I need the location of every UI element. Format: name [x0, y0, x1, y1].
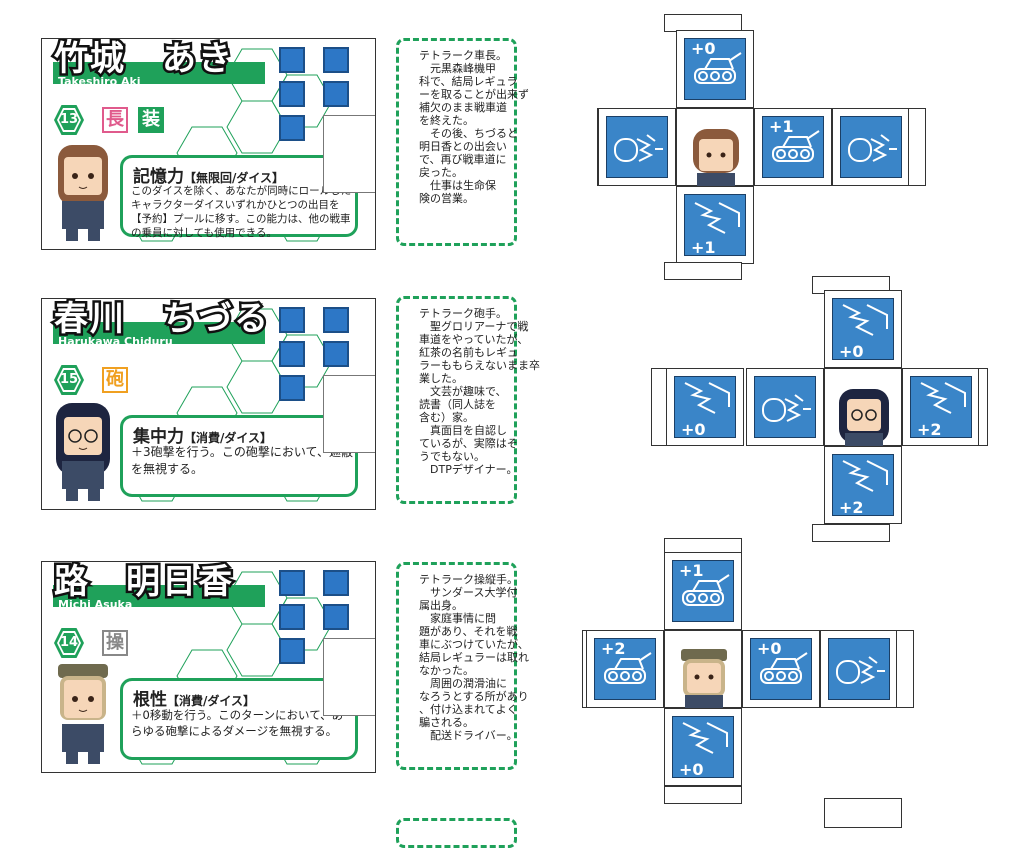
dice-face-preview — [279, 43, 375, 193]
ability-title: 根性【消費/ダイス】 — [133, 690, 256, 710]
ability-panel: 根性【消費/ダイス】 ＋0移動を行う。このターンにおいて、あらゆる砲撃によるダメ… — [120, 678, 358, 760]
die-face-shell — [832, 108, 910, 186]
dice-face-preview — [279, 566, 375, 716]
shell-impact-icon — [614, 134, 663, 162]
die-face-shell — [746, 368, 824, 446]
character-card-takeshiro: 竹城 あき Takeshiro Aki 13 長 装 記憶力【無限回/ダイス】 … — [41, 38, 376, 250]
character-name-romaji: Harukawa Chiduru — [58, 335, 173, 348]
die-face-shot-plus0: +0 — [666, 368, 744, 446]
role-badge-commander: 長 — [102, 107, 128, 133]
die-face-move-plus0: +0 — [742, 630, 820, 708]
role-badge-loader: 装 — [138, 107, 164, 133]
die-face-shot-plus2: +2 — [902, 368, 980, 446]
character-notes-michi: テトラーク操縦手。 サンダース大学付 属出身。 家庭事情に問 題があり、それを戦… — [396, 562, 529, 770]
explosion-icon — [842, 304, 888, 336]
character-portrait — [58, 145, 108, 241]
role-badge-gunner: 砲 — [102, 367, 128, 393]
ability-panel: 記憶力【無限回/ダイス】 このダイスを除く、あなたが同時にロールしたキャラクター… — [120, 155, 358, 239]
character-name-romaji: Takeshiro Aki — [58, 75, 141, 88]
tank-icon — [682, 574, 730, 606]
die-face-shot-plus0: +0 — [664, 708, 742, 786]
crew-number-badge: 13 — [54, 105, 84, 135]
ability-text: このダイスを除く、あなたが同時にロールしたキャラクターダイスいずれかひとつの出目… — [131, 185, 352, 239]
die-face-character — [664, 630, 742, 709]
die-face-shell — [598, 108, 676, 186]
character-portrait — [56, 403, 110, 501]
die-face-shot-plus1: +0 — [824, 290, 902, 368]
name-band — [53, 62, 265, 84]
die-face-character — [824, 368, 902, 447]
shell-impact-icon — [836, 656, 885, 684]
role-badge-driver: 操 — [102, 630, 128, 656]
dice-face-preview — [279, 303, 375, 453]
die-face-move-plus2: +2 — [586, 630, 664, 708]
ability-title: 集中力【消費/ダイス】 — [133, 427, 273, 447]
die-face-shot-plus2: +2 — [824, 446, 902, 524]
die-face-move-plus0: +0 — [676, 30, 754, 108]
die-net-partial — [824, 798, 902, 828]
ability-panel: 集中力【消費/ダイス】 ＋3砲撃を行う。この砲撃において、遮蔽を無視する。 — [120, 415, 358, 497]
explosion-icon — [682, 722, 728, 754]
ability-text: ＋3砲撃を行う。この砲撃において、遮蔽を無視する。 — [131, 445, 353, 476]
shell-impact-icon — [762, 394, 811, 422]
name-band — [53, 585, 265, 607]
character-card-harukawa: 春川 ちづる Harukawa Chiduru 15 砲 集中力【消費/ダイス】… — [41, 298, 376, 510]
character-card-michi: 路 明日香 Michi Asuka 14 操 根性【消費/ダイス】 ＋0移動を行… — [41, 561, 376, 773]
tank-icon — [772, 130, 820, 162]
tank-icon — [694, 52, 742, 84]
explosion-icon — [920, 382, 966, 414]
character-name: 春川 ちづる — [52, 299, 271, 342]
character-notes-harukawa: テトラーク砲手。 聖グロリアーナで戦 車道をやっていたが、 紅茶の名前もレギュ … — [396, 296, 540, 504]
character-name-romaji: Michi Asuka — [58, 598, 133, 611]
crew-number-badge: 15 — [54, 365, 84, 395]
name-band — [53, 322, 265, 344]
character-name: 竹城 あき — [52, 39, 235, 82]
crew-number-badge: 14 — [54, 628, 84, 658]
die-face-shot-plus1: +1 — [676, 186, 754, 264]
tank-icon — [760, 652, 808, 684]
ability-title: 記憶力【無限回/ダイス】 — [133, 167, 285, 187]
die-face-character — [676, 108, 754, 187]
character-notes-takeshiro: テトラーク車長。 元黒森峰機甲 科で、結局レギュラ ーを取ることが出来ず 補欠の… — [396, 38, 529, 246]
die-face-shell — [820, 630, 898, 708]
explosion-icon — [684, 382, 730, 414]
die-face-move-plus1: +1 — [754, 108, 832, 186]
character-name: 路 明日香 — [52, 562, 235, 605]
tank-icon — [604, 652, 652, 684]
ability-text: ＋0移動を行う。このターンにおいて、あらゆる砲撃によるダメージを無視する。 — [131, 708, 344, 738]
explosion-icon — [842, 460, 888, 492]
character-portrait — [58, 664, 108, 764]
explosion-icon — [694, 202, 740, 234]
die-face-move-plus1: +1 — [664, 552, 742, 630]
shell-impact-icon — [848, 134, 897, 162]
